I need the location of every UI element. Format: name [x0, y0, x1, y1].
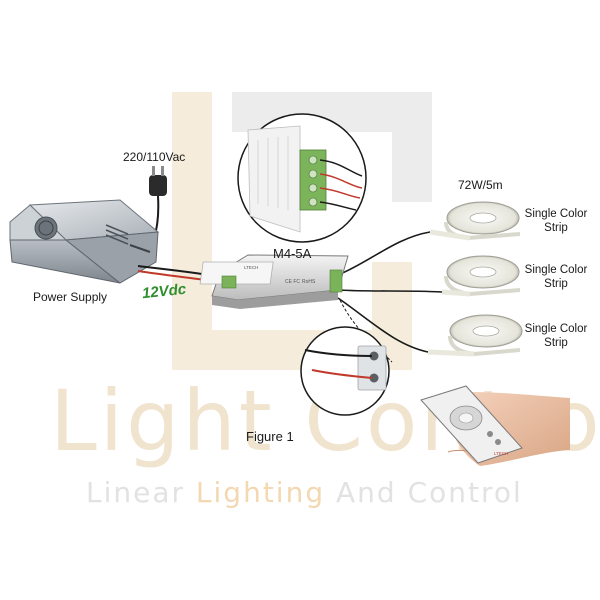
controller-icon: LTECH CE FC RoHS	[199, 254, 349, 309]
power-plug-icon	[149, 166, 167, 196]
controller-brand: LTECH	[244, 265, 258, 270]
mains-voltage-label: 220/110Vac	[123, 150, 186, 164]
strip-power-label: 72W/5m	[458, 178, 503, 192]
controller-cert-1: CE FC	[285, 279, 300, 285]
controller-cert-2: RoHS	[302, 279, 316, 285]
led-strip-reel-icon	[429, 201, 521, 241]
remote-control-icon: LTECH	[420, 385, 523, 464]
terminal-closeup-inset	[237, 113, 367, 243]
power-supply-label: Power Supply	[33, 290, 108, 304]
controller-model-label: M4-5A	[273, 246, 312, 261]
watermark-tagline: Linear Lighting And Control	[86, 476, 523, 509]
led-strip-reel-icon	[427, 314, 523, 357]
remote-brand: LTECH	[494, 451, 508, 456]
input-closeup-inset	[300, 326, 390, 416]
led-strip-reel-icon	[441, 255, 521, 297]
figure-caption: Figure 1	[246, 429, 294, 444]
power-supply-icon	[9, 199, 160, 284]
